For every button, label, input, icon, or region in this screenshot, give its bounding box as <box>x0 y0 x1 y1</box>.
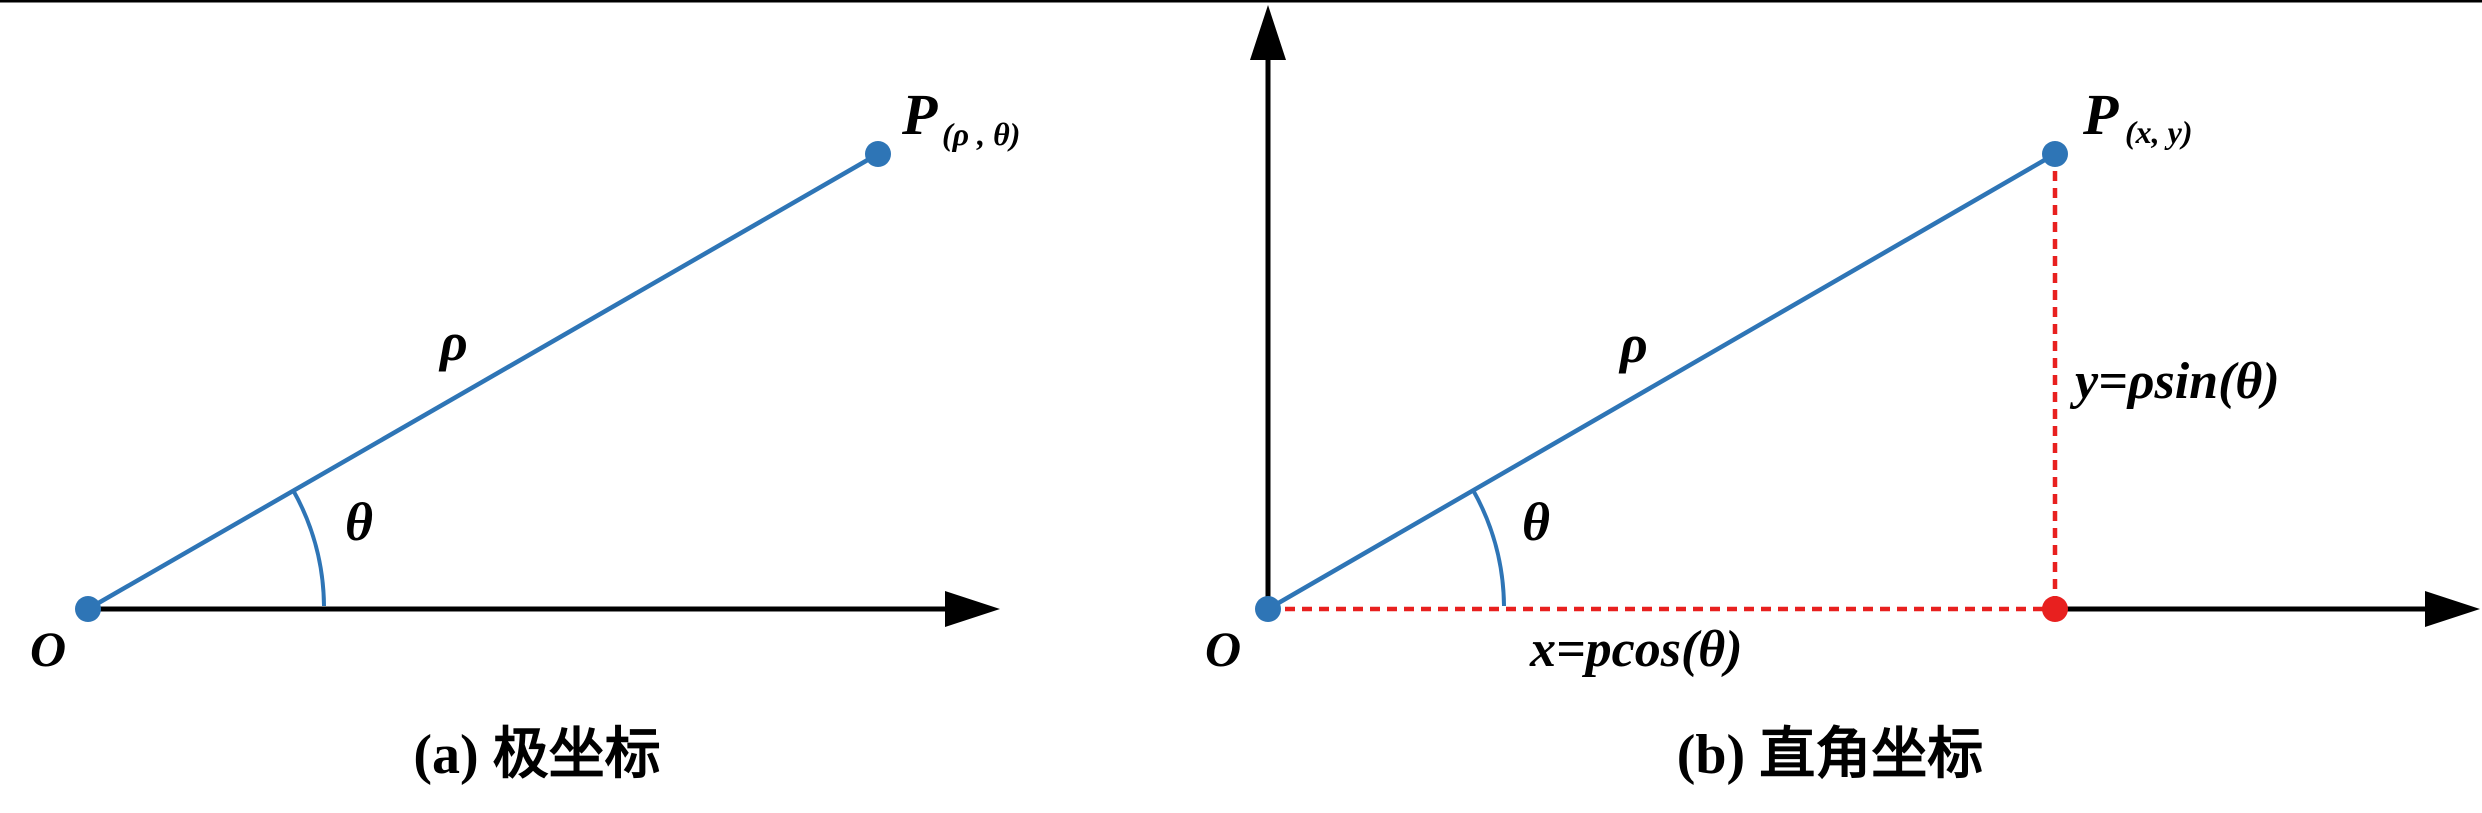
panel-a-angle-label: θ <box>345 492 373 552</box>
panel-b-point-label: P <box>2082 82 2119 147</box>
panel-a-point-label: P <box>901 82 938 147</box>
panel-b-y-axis-arrow <box>1250 5 1286 60</box>
panel-a-p-point <box>865 141 891 167</box>
panel-b-x-axis-arrow <box>2425 591 2480 627</box>
panel-b-radius-label: ρ <box>1618 314 1648 374</box>
panel-b-angle-arc <box>1471 489 1506 607</box>
panel-a-origin-point <box>75 596 101 622</box>
panel-b-p-point <box>2042 141 2068 167</box>
panel-b-caption: (b) 直角坐标 <box>1677 724 1983 786</box>
panel-a-x-axis-arrow <box>945 591 1000 627</box>
panel-b-point-subscript: (x, y) <box>2125 114 2193 150</box>
panel-a-point-subscript: (ρ , θ) <box>942 116 1020 152</box>
panel-b-angle-label: θ <box>1522 492 1550 552</box>
panel-a-origin-label: O <box>30 621 66 677</box>
panel-b-radius-vector <box>1266 152 2057 611</box>
panel-b-x-foot-point <box>2042 596 2068 622</box>
panel-a-polar: O P (ρ , θ) ρ θ (a) 极坐标 <box>30 82 1020 786</box>
panel-b-origin-point <box>1255 596 1281 622</box>
panel-b-y-formula: y=ρsin(θ) <box>2069 353 2280 410</box>
panel-a-radius-vector <box>86 152 880 611</box>
panel-a-caption: (a) 极坐标 <box>413 724 660 786</box>
panel-a-angle-arc <box>291 489 326 607</box>
panel-b-x-formula: x=pcos(θ) <box>1529 621 1743 678</box>
panel-a-radius-label: ρ <box>438 312 468 372</box>
panel-b-origin-label: O <box>1205 621 1241 677</box>
panel-b-cartesian: O P (x, y) ρ θ y=ρsin(θ) x=pcos(θ) (b) 直… <box>1205 5 2480 786</box>
